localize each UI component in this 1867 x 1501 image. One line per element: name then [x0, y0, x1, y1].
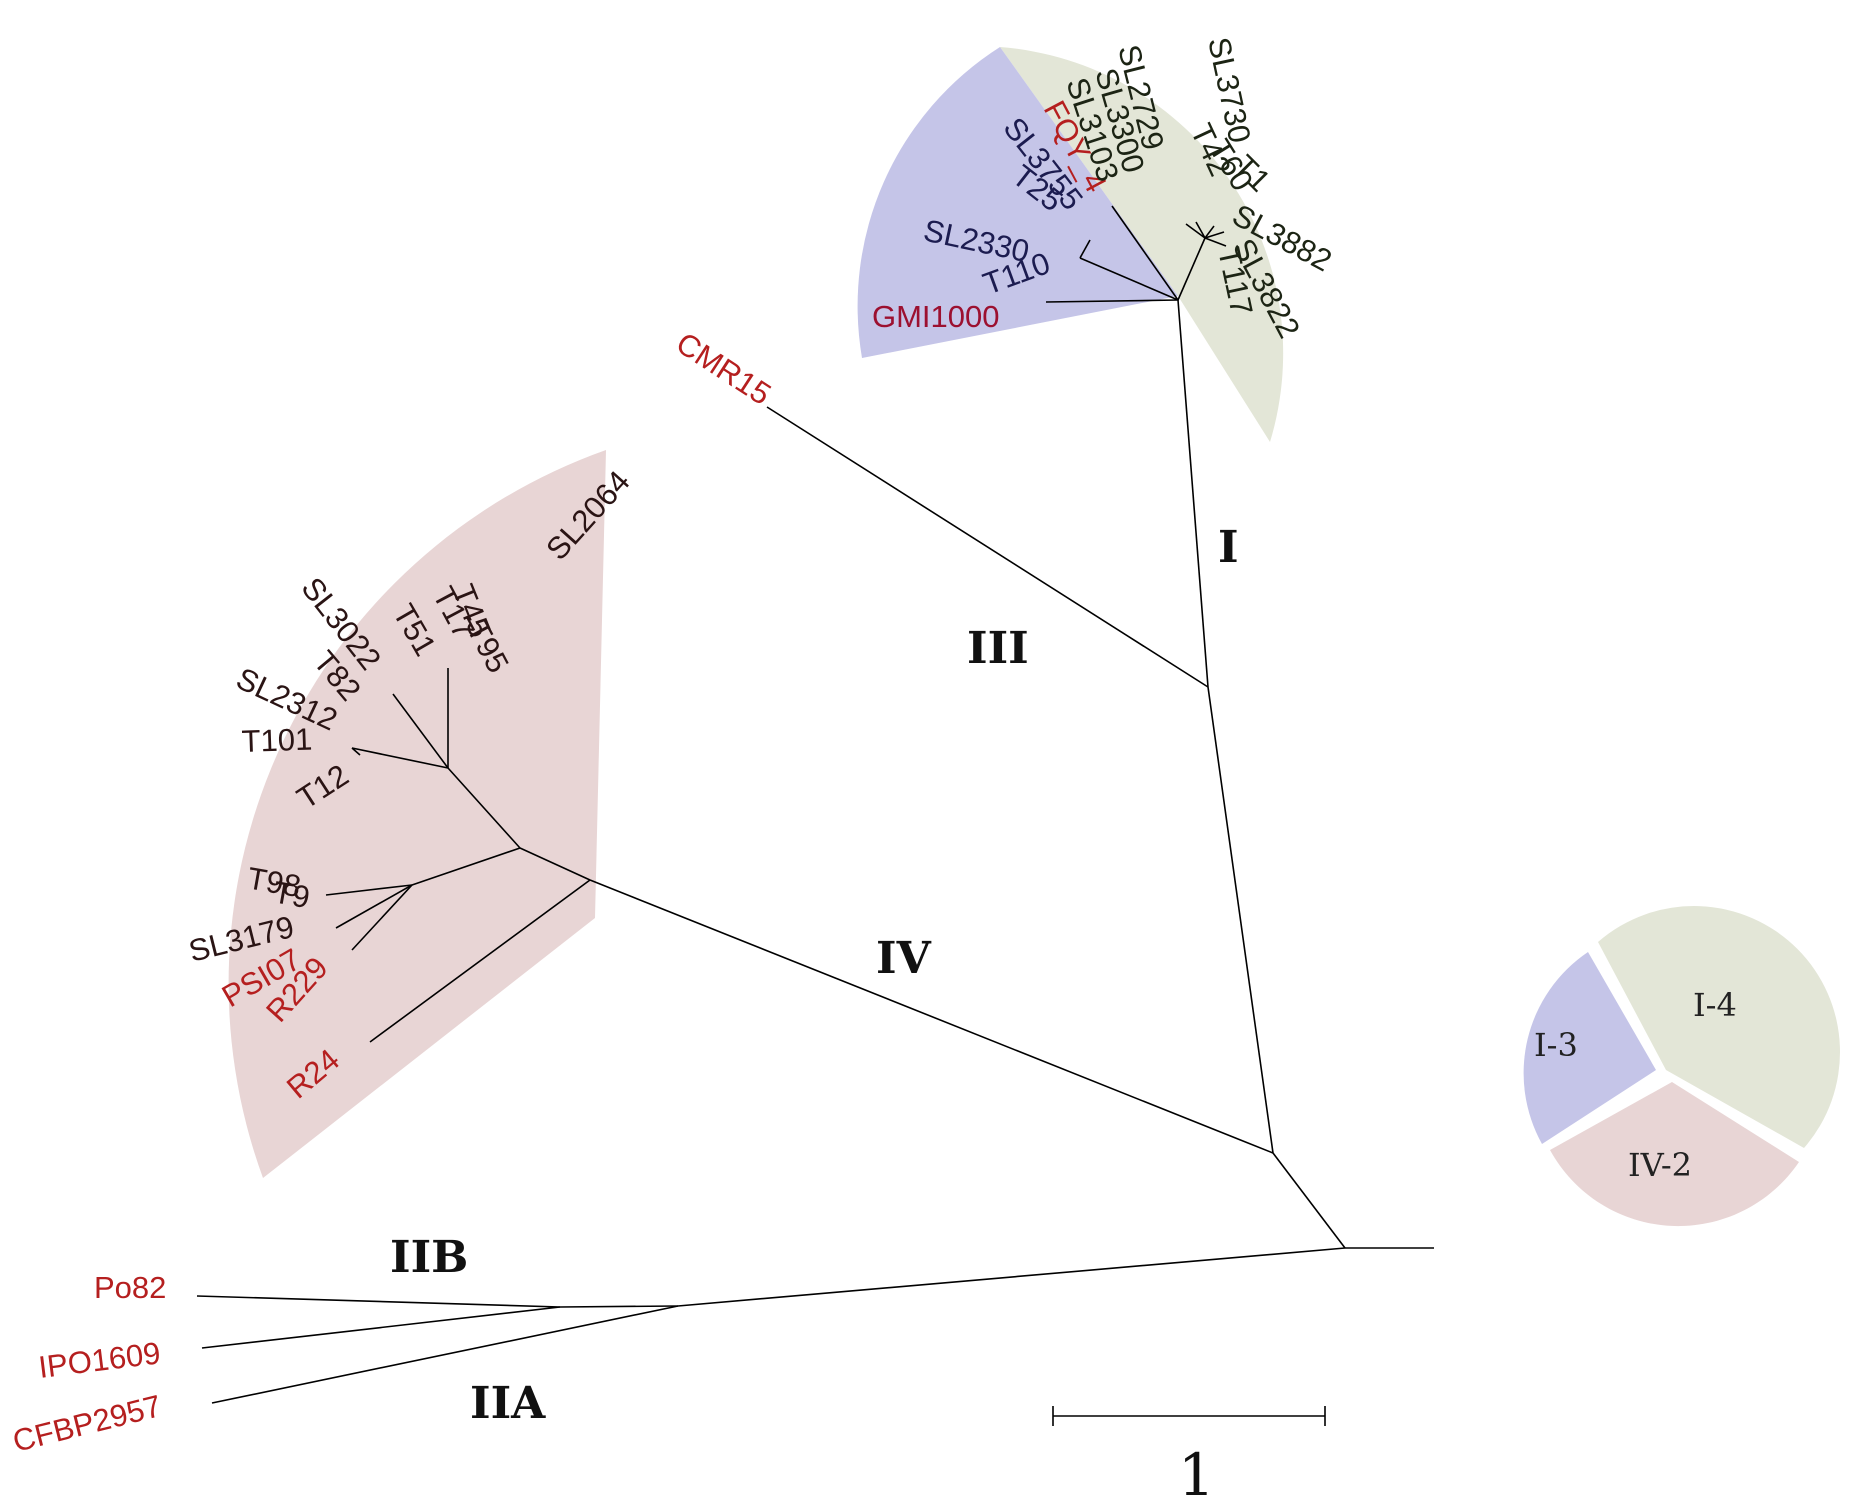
scale-bar: 1 — [1052, 1406, 1326, 1501]
clade-label-I: I — [1218, 522, 1239, 573]
subgroup-I4-sector — [1000, 47, 1284, 442]
branch-PSI07 — [335, 884, 413, 929]
subgroup-key: I-3 I-4 IV-2 — [1523, 906, 1840, 1227]
leaf-label-GMI1000: GMI1000 — [872, 299, 1000, 334]
clade-label-IV: IV — [876, 933, 932, 984]
branch-SL3022 — [392, 693, 449, 769]
leaf-label-CMR15: CMR15 — [670, 325, 777, 412]
branch-I4-node — [1177, 237, 1206, 301]
branch-R229 — [351, 884, 413, 951]
branch-I4-e — [1204, 237, 1227, 247]
key-wedge-IV2 — [1550, 1082, 1799, 1227]
key-wedge-I3 — [1523, 952, 1656, 1144]
leaf-label-T101: T101 — [241, 722, 313, 759]
key-label-I4: I-4 — [1693, 986, 1737, 1024]
branch-I4-b — [1195, 221, 1206, 239]
branch-root-to-node-I-IV — [1272, 1152, 1346, 1249]
clade-label-III: III — [967, 623, 1029, 674]
subgroup-IV2-sector — [228, 450, 700, 1178]
branch-I4-d — [1204, 231, 1225, 239]
branch-R24 — [369, 879, 591, 1043]
branch-CFBP2957 — [211, 1305, 679, 1404]
leaf-label-IPO1609: IPO1609 — [37, 1335, 163, 1385]
branch-SL2330 — [1079, 239, 1091, 259]
leaf-label-T9: T9 — [271, 874, 313, 915]
leaf-label-CFBP2957: CFBP2957 — [9, 1388, 165, 1459]
key-label-IV2: IV-2 — [1628, 1146, 1692, 1184]
clade-label-IIB: IIB — [390, 1232, 468, 1283]
branch-IV-internal-c — [411, 847, 521, 886]
branch-IPO1609 — [201, 1306, 561, 1349]
branch-IV-internal-a — [519, 847, 591, 881]
key-wedge-I4 — [1598, 906, 1840, 1148]
branch-Po82 — [196, 1295, 561, 1308]
tree-branches — [196, 205, 1434, 1404]
branch-T12-group — [351, 747, 449, 769]
scale-bar-label: 1 — [1178, 1441, 1215, 1501]
leaf-label-Po82: Po82 — [94, 1270, 166, 1305]
branch-I4-a — [1185, 223, 1206, 239]
key-label-I3: I-3 — [1534, 1026, 1578, 1064]
branch-T101 — [351, 747, 361, 756]
branch-clade-III — [766, 406, 1209, 688]
branch-T110 — [1079, 257, 1179, 301]
branch-clade-I — [1177, 299, 1209, 688]
branch-T98 — [325, 884, 413, 896]
clade-label-IIA: IIA — [470, 1378, 546, 1429]
branch-FQY4 — [1111, 205, 1179, 301]
branch-clade-IIA-IIB — [559, 1305, 679, 1308]
branch-root-to-clade-II — [677, 1247, 1346, 1307]
subgroup-I3-sector — [857, 47, 1178, 358]
branch-I-IV-to-node-I-III — [1207, 686, 1274, 1154]
branch-I4-c — [1204, 225, 1215, 239]
branch-GMI1000 — [1045, 299, 1179, 303]
branch-IV-internal-b — [447, 767, 521, 849]
branch-clade-IV — [589, 879, 1274, 1154]
